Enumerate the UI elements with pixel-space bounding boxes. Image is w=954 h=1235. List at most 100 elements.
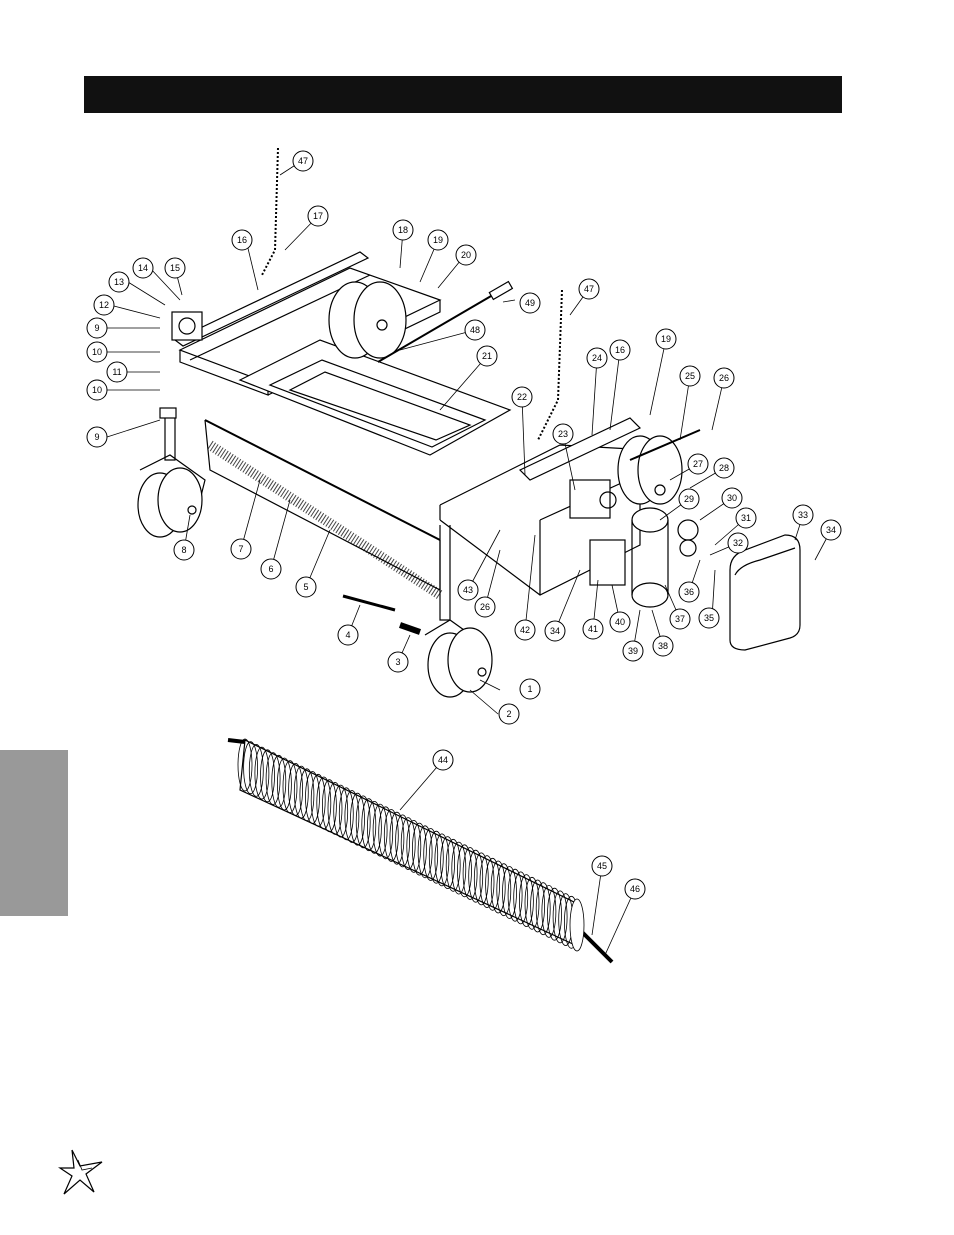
roller-ring: [355, 795, 371, 849]
roller-ring: [440, 836, 456, 889]
roller-ring: [411, 822, 427, 876]
callout-16-left: 16: [231, 229, 253, 251]
roller-ring: [417, 825, 433, 879]
svg-text:14: 14: [138, 263, 148, 273]
callout-1: 1: [519, 678, 541, 700]
callout-13: 13: [108, 271, 130, 293]
roller-ring: [468, 849, 484, 903]
svg-text:28: 28: [719, 463, 729, 473]
roller-ring: [265, 752, 281, 805]
callout-46: 46: [624, 878, 646, 900]
roller-ring: [338, 787, 354, 841]
roller-ring: [248, 744, 264, 797]
svg-text:9: 9: [94, 432, 99, 442]
svg-text:47: 47: [298, 156, 308, 166]
svg-text:18: 18: [398, 225, 408, 235]
svg-text:4: 4: [345, 630, 350, 640]
callout-31: 31: [735, 507, 757, 529]
roller-ring: [519, 874, 534, 927]
roller-ring: [344, 790, 360, 843]
svg-text:32: 32: [733, 538, 743, 548]
roller-ring: [361, 798, 377, 852]
callout-47-left: 47: [292, 150, 314, 172]
svg-text:13: 13: [114, 277, 124, 287]
callout-19-left: 19: [427, 229, 449, 251]
svg-text:17: 17: [313, 211, 323, 221]
svg-text:39: 39: [628, 646, 638, 656]
callout-2: 2: [498, 703, 520, 725]
svg-text:44: 44: [438, 755, 448, 765]
roller-ring: [569, 898, 585, 952]
caster-right-front: [424, 525, 493, 698]
callout-32: 32: [727, 532, 749, 554]
callout-group: 1 2 3 4 5 6 7 8 9 9 10 10 11 12 13 14 15…: [86, 150, 842, 900]
roller-ring: [378, 806, 394, 860]
svg-text:10: 10: [92, 347, 102, 357]
svg-text:21: 21: [482, 351, 492, 361]
caster-left-front: [137, 407, 206, 538]
roller-ring: [321, 779, 337, 833]
section-side-tab: [0, 750, 68, 916]
roller-ring: [333, 784, 349, 838]
svg-text:41: 41: [588, 624, 598, 634]
roller-ring: [293, 765, 309, 819]
roller-ring: [305, 771, 320, 824]
roller-ring: [524, 876, 540, 930]
svg-text:19: 19: [433, 235, 443, 245]
callout-26-left: 26: [474, 596, 496, 618]
callout-14: 14: [132, 257, 154, 279]
leader-lines: [106, 161, 832, 956]
roller-ring: [445, 838, 461, 892]
svg-text:40: 40: [615, 617, 625, 627]
svg-text:27: 27: [693, 459, 703, 469]
svg-text:33: 33: [798, 510, 808, 520]
svg-text:6: 6: [268, 564, 273, 574]
callout-26-right: 26: [713, 367, 735, 389]
callout-28: 28: [713, 457, 735, 479]
svg-text:25: 25: [685, 371, 695, 381]
roller-ring: [423, 828, 439, 881]
svg-text:11: 11: [112, 367, 121, 377]
callout-16-right: 16: [609, 339, 631, 361]
svg-text:43: 43: [463, 585, 473, 595]
callout-9-upper: 9: [86, 317, 108, 339]
roller-ring: [400, 817, 416, 870]
roller-ring: [276, 757, 292, 811]
callout-45: 45: [591, 855, 613, 877]
callout-27: 27: [687, 453, 709, 475]
roller-ring: [502, 866, 517, 919]
callout-49: 49: [519, 292, 541, 314]
roller-ring: [316, 776, 332, 830]
callout-10-lower: 10: [86, 379, 108, 401]
roller-ring: [462, 847, 478, 900]
svg-text:15: 15: [170, 263, 180, 273]
callout-44: 44: [432, 749, 454, 771]
callout-9-lower: 9: [86, 426, 108, 448]
svg-text:7: 7: [238, 544, 243, 554]
callout-30: 30: [721, 487, 743, 509]
callout-39: 39: [622, 640, 644, 662]
callout-29: 29: [678, 488, 700, 510]
roller-ring: [552, 890, 568, 944]
callout-17: 17: [307, 205, 329, 227]
svg-text:22: 22: [517, 392, 527, 402]
svg-text:31: 31: [741, 513, 751, 523]
callout-34-left: 34: [544, 620, 566, 642]
callout-35: 35: [698, 607, 720, 629]
svg-text:38: 38: [658, 641, 668, 651]
roller-ring: [473, 852, 489, 906]
roller-ring: [541, 885, 557, 938]
callout-19-right: 19: [655, 328, 677, 350]
svg-text:46: 46: [630, 884, 640, 894]
roller-ring: [288, 763, 304, 816]
callout-4: 4: [337, 624, 359, 646]
frame-assembly: [173, 251, 651, 600]
wheel-left-rear: [328, 281, 407, 359]
callout-37: 37: [669, 608, 691, 630]
svg-text:16: 16: [615, 345, 625, 355]
callout-36: 36: [678, 581, 700, 603]
callout-40: 40: [609, 611, 631, 633]
svg-text:20: 20: [461, 250, 471, 260]
roller-ring: [513, 871, 529, 925]
roller-ring: [406, 820, 422, 873]
